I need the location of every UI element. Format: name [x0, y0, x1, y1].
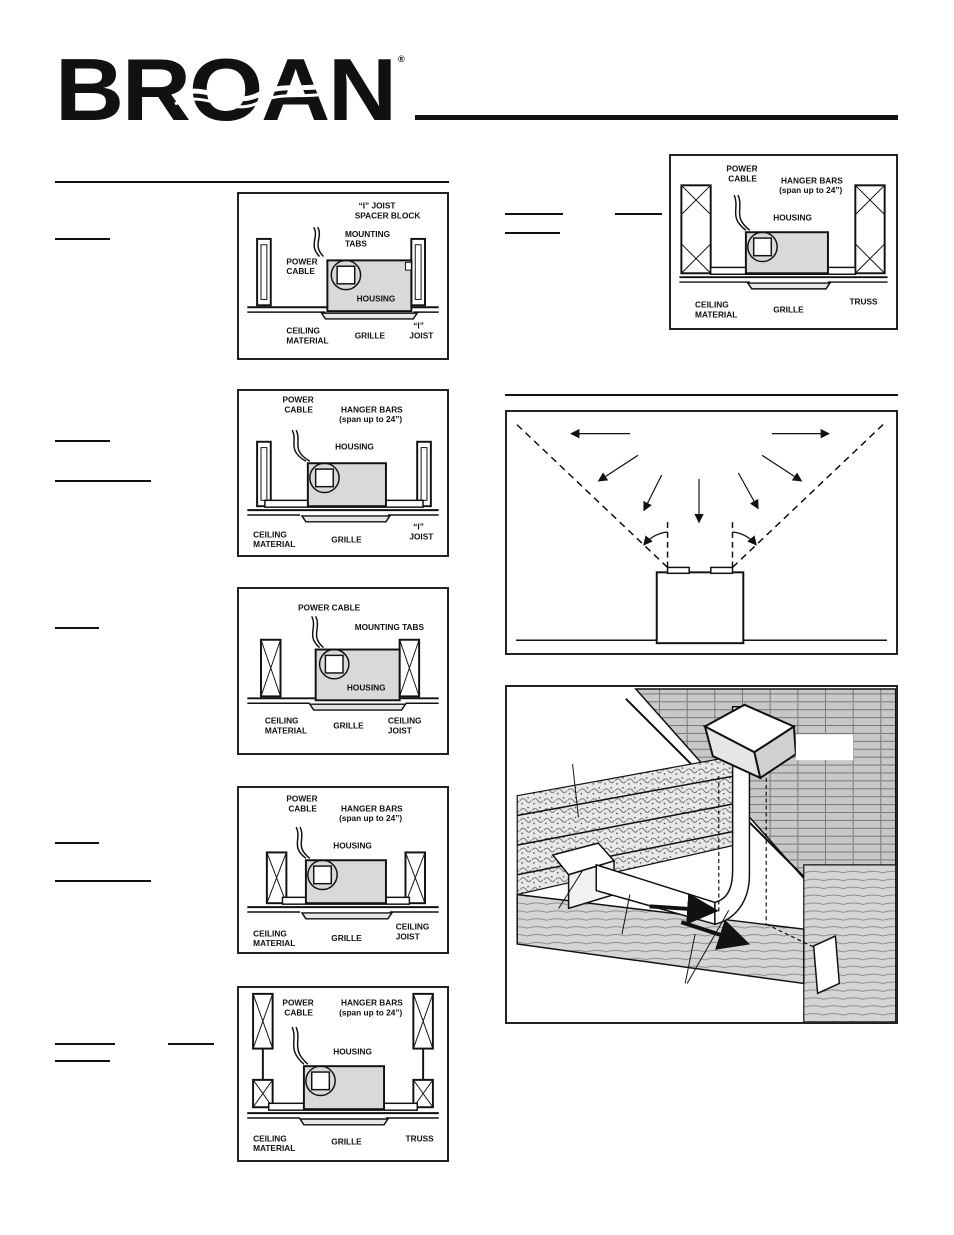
broan-logo-mark: BROAN: [55, 40, 397, 139]
svg-text:GRILLE: GRILLE: [331, 933, 362, 943]
svg-text:CABLE: CABLE: [284, 1007, 313, 1017]
broan-logo: BROAN: [55, 40, 415, 139]
svg-text:HOUSING: HOUSING: [357, 293, 396, 303]
svg-text:HANGER BARS: HANGER BARS: [341, 404, 403, 414]
svg-text:GRILLE: GRILLE: [355, 330, 386, 340]
text-underline: [55, 880, 151, 882]
svg-text:MOUNTING: MOUNTING: [345, 229, 390, 239]
text-underline: [55, 627, 99, 629]
text-underline: [55, 1043, 115, 1045]
text-underline: [55, 440, 110, 442]
svg-text:(span up to 24”): (span up to 24”): [339, 414, 402, 424]
svg-text:(span up to 24”): (span up to 24”): [339, 1007, 402, 1017]
svg-text:CEILING: CEILING: [253, 1133, 287, 1143]
svg-text:GRILLE: GRILLE: [331, 1136, 362, 1146]
figure-ceiling-joist-mounting-tabs: POWER CABLE MOUNTING TABS HOUSING CEILIN…: [237, 587, 449, 755]
svg-text:CEILING: CEILING: [253, 529, 287, 539]
svg-text:TABS: TABS: [345, 239, 367, 249]
svg-text:HANGER BARS: HANGER BARS: [781, 175, 843, 185]
svg-text:JOIST: JOIST: [388, 725, 412, 735]
text-underline: [55, 842, 99, 844]
figure-truss-hanger-bars-left: POWER CABLE HANGER BARS (span up to 24”)…: [237, 986, 449, 1162]
svg-text:POWER: POWER: [282, 395, 313, 405]
text-underline: [615, 213, 662, 215]
svg-text:SPACER BLOCK: SPACER BLOCK: [355, 210, 421, 220]
section-rule-right: [505, 394, 898, 396]
label-spacer: “I” JOIST: [359, 201, 396, 211]
figure-i-joist-mounting-tabs: “I” JOIST SPACER BLOCK MOUNTING TABS POW…: [237, 192, 449, 360]
text-underline: [505, 232, 560, 234]
svg-text:“I”: “I”: [413, 522, 424, 532]
svg-text:POWER CABLE: POWER CABLE: [298, 602, 361, 612]
svg-text:TRUSS: TRUSS: [406, 1133, 435, 1143]
svg-text:CABLE: CABLE: [288, 803, 317, 813]
text-underline: [55, 1060, 110, 1062]
figure-clearance-diagram: [505, 410, 898, 655]
svg-text:HOUSING: HOUSING: [333, 1046, 372, 1056]
svg-text:POWER: POWER: [286, 794, 317, 804]
svg-text:GRILLE: GRILLE: [773, 304, 804, 314]
text-underline: [55, 238, 110, 240]
figure-roof-venting-illustration: [505, 685, 898, 1024]
svg-text:MATERIAL: MATERIAL: [253, 1143, 295, 1153]
registered-mark: ®: [398, 54, 405, 64]
svg-text:POWER: POWER: [726, 164, 757, 174]
svg-text:CABLE: CABLE: [286, 266, 315, 276]
svg-text:CABLE: CABLE: [728, 173, 757, 183]
svg-text:JOIST: JOIST: [409, 330, 433, 340]
svg-text:(span up to 24”): (span up to 24”): [779, 185, 842, 195]
svg-text:HOUSING: HOUSING: [347, 683, 386, 693]
svg-text:CABLE: CABLE: [284, 404, 313, 414]
svg-text:CEILING: CEILING: [388, 716, 422, 726]
svg-text:MATERIAL: MATERIAL: [265, 725, 307, 735]
text-underline: [55, 480, 151, 482]
figure-ceiling-joist-hanger-bars: POWER CABLE HANGER BARS (span up to 24”)…: [237, 786, 449, 954]
svg-text:“I”: “I”: [413, 321, 424, 331]
svg-text:JOIST: JOIST: [409, 531, 433, 541]
svg-text:HANGER BARS: HANGER BARS: [341, 803, 403, 813]
svg-text:GRILLE: GRILLE: [331, 534, 362, 544]
svg-text:GRILLE: GRILLE: [333, 721, 364, 731]
svg-text:CEILING: CEILING: [396, 922, 430, 932]
svg-text:HOUSING: HOUSING: [333, 841, 372, 851]
section-rule-left: [55, 181, 449, 183]
svg-text:JOIST: JOIST: [396, 931, 420, 941]
svg-text:BROAN: BROAN: [55, 50, 395, 130]
svg-text:TRUSS: TRUSS: [849, 297, 878, 307]
svg-text:MATERIAL: MATERIAL: [253, 539, 295, 549]
svg-text:CEILING: CEILING: [253, 928, 287, 938]
svg-text:CEILING: CEILING: [286, 326, 320, 336]
svg-text:CEILING: CEILING: [695, 299, 729, 309]
text-underline: [168, 1043, 214, 1045]
svg-text:(span up to 24”): (span up to 24”): [339, 813, 402, 823]
svg-text:HANGER BARS: HANGER BARS: [341, 998, 403, 1008]
svg-text:HOUSING: HOUSING: [773, 213, 812, 223]
figure-i-joist-hanger-bars: POWER CABLE HANGER BARS (span up to 24”)…: [237, 389, 449, 557]
svg-text:MATERIAL: MATERIAL: [695, 309, 737, 319]
figure-truss-hanger-bars-right: POWER CABLE HANGER BARS (span up to 24”)…: [669, 154, 898, 330]
svg-text:MATERIAL: MATERIAL: [253, 938, 295, 948]
text-underline: [505, 213, 563, 215]
svg-text:MATERIAL: MATERIAL: [286, 335, 328, 345]
svg-text:CEILING: CEILING: [265, 716, 299, 726]
svg-text:POWER: POWER: [282, 998, 313, 1008]
header-rule: [415, 115, 898, 120]
svg-text:POWER: POWER: [286, 256, 317, 266]
svg-text:MOUNTING TABS: MOUNTING TABS: [355, 622, 425, 632]
svg-text:HOUSING: HOUSING: [335, 442, 374, 452]
